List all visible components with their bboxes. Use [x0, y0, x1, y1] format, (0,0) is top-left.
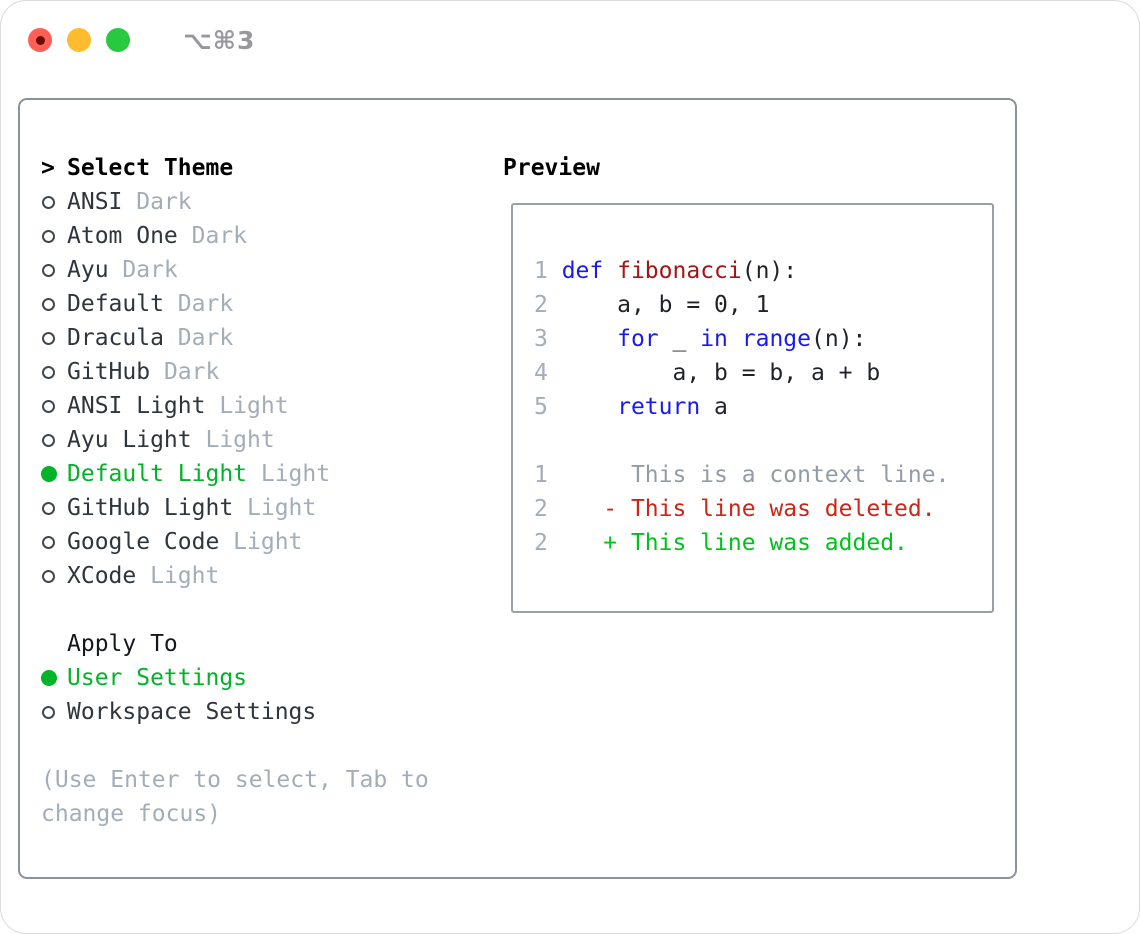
option-label: Dracula [67, 325, 164, 351]
prompt-caret-icon: > [41, 155, 55, 181]
preview-line: 1 This is a context line. [534, 462, 950, 488]
option-label: ANSI Light [67, 393, 206, 419]
radio-icon [42, 229, 55, 243]
preview-line: 2 - This line was deleted. [534, 496, 936, 522]
theme-option-github[interactable]: GitHub Dark [41, 355, 496, 389]
zoom-button[interactable] [106, 28, 130, 52]
theme-option-dracula[interactable]: Dracula Dark [41, 321, 496, 355]
keyboard-hint: (Use Enter to select, Tab to change focu… [41, 767, 429, 827]
radio-selected-icon [41, 466, 57, 482]
option-label: ANSI [67, 189, 123, 215]
option-label: GitHub [67, 359, 151, 385]
radio-icon [42, 297, 55, 311]
preview-line: 5 return a [534, 394, 728, 420]
preview-line [534, 424, 982, 458]
apply-to-title: Apply To [67, 631, 178, 657]
minimize-button[interactable] [67, 28, 91, 52]
titlebar: ⌥⌘3 [28, 25, 256, 55]
option-label: Default Light [67, 461, 248, 487]
radio-icon [42, 331, 55, 345]
option-variant: Light [260, 461, 331, 487]
option-variant: Dark [177, 325, 234, 351]
option-variant: Dark [177, 291, 234, 317]
apply-option-user-settings[interactable]: User Settings [41, 661, 496, 695]
preview-line: 2 a, b = 0, 1 [534, 292, 770, 318]
apply-to-header: Apply To [41, 627, 496, 661]
radio-icon [42, 535, 55, 549]
option-label: XCode [67, 563, 137, 589]
option-label: Ayu Light [67, 427, 192, 453]
radio-icon [42, 195, 55, 209]
unsaved-dot-icon [35, 35, 45, 45]
preview-box: 1 def fibonacci(n): 2 a, b = 0, 1 3 for _ … [511, 203, 994, 613]
theme-option-default-light[interactable]: Default Light Light [41, 457, 496, 491]
option-variant: Light [247, 495, 317, 521]
preview-title: Preview [503, 155, 600, 181]
radio-selected-icon [41, 670, 57, 686]
preview-line: 1 def fibonacci(n): [534, 258, 798, 284]
option-label: Default [67, 291, 164, 317]
theme-option-default[interactable]: Default Dark [41, 287, 496, 321]
option-variant: Dark [136, 189, 192, 215]
option-label: Atom One [67, 223, 178, 249]
option-label: Google Code [67, 529, 220, 555]
theme-option-google-code[interactable]: Google Code Light [41, 525, 496, 559]
theme-option-github-light[interactable]: GitHub Light Light [41, 491, 496, 525]
option-label: Workspace Settings [67, 699, 317, 725]
theme-option-ansi[interactable]: ANSI Dark [41, 185, 496, 219]
option-variant: Light [205, 427, 275, 453]
option-variant: Light [150, 563, 220, 589]
window-title: ⌥⌘3 [183, 25, 256, 55]
theme-option-atom-one[interactable]: Atom One Dark [41, 219, 496, 253]
preview-line: 3 for _ in range(n): [534, 326, 867, 352]
theme-option-ansi-light[interactable]: ANSI Light Light [41, 389, 496, 423]
radio-icon [42, 399, 55, 413]
theme-option-ayu-light[interactable]: Ayu Light Light [41, 423, 496, 457]
option-variant: Dark [163, 359, 220, 385]
option-variant: Dark [191, 223, 248, 249]
radio-icon [42, 263, 55, 277]
option-label: GitHub Light [67, 495, 234, 521]
option-variant: Light [233, 529, 303, 555]
option-label: Ayu [67, 257, 109, 283]
theme-option-xcode[interactable]: XCode Light [41, 559, 496, 593]
select-theme-title: Select Theme [67, 155, 234, 181]
radio-icon [42, 501, 55, 515]
radio-icon [42, 705, 55, 719]
preview-content: 1 def fibonacci(n): 2 a, b = 0, 1 3 for _ … [534, 254, 982, 560]
radio-icon [42, 365, 55, 379]
option-label: User Settings [67, 665, 248, 691]
radio-icon [42, 433, 55, 447]
option-variant: Dark [122, 257, 178, 283]
close-button[interactable] [28, 28, 52, 52]
preview-line: 4 a, b = b, a + b [534, 360, 881, 386]
apply-option-workspace-settings[interactable]: Workspace Settings [41, 695, 496, 729]
theme-option-ayu[interactable]: Ayu Dark [41, 253, 496, 287]
option-variant: Light [219, 393, 289, 419]
select-theme-header: > Select Theme [41, 151, 496, 185]
preview-line: 2 + This line was added. [534, 530, 908, 556]
radio-icon [42, 569, 55, 583]
